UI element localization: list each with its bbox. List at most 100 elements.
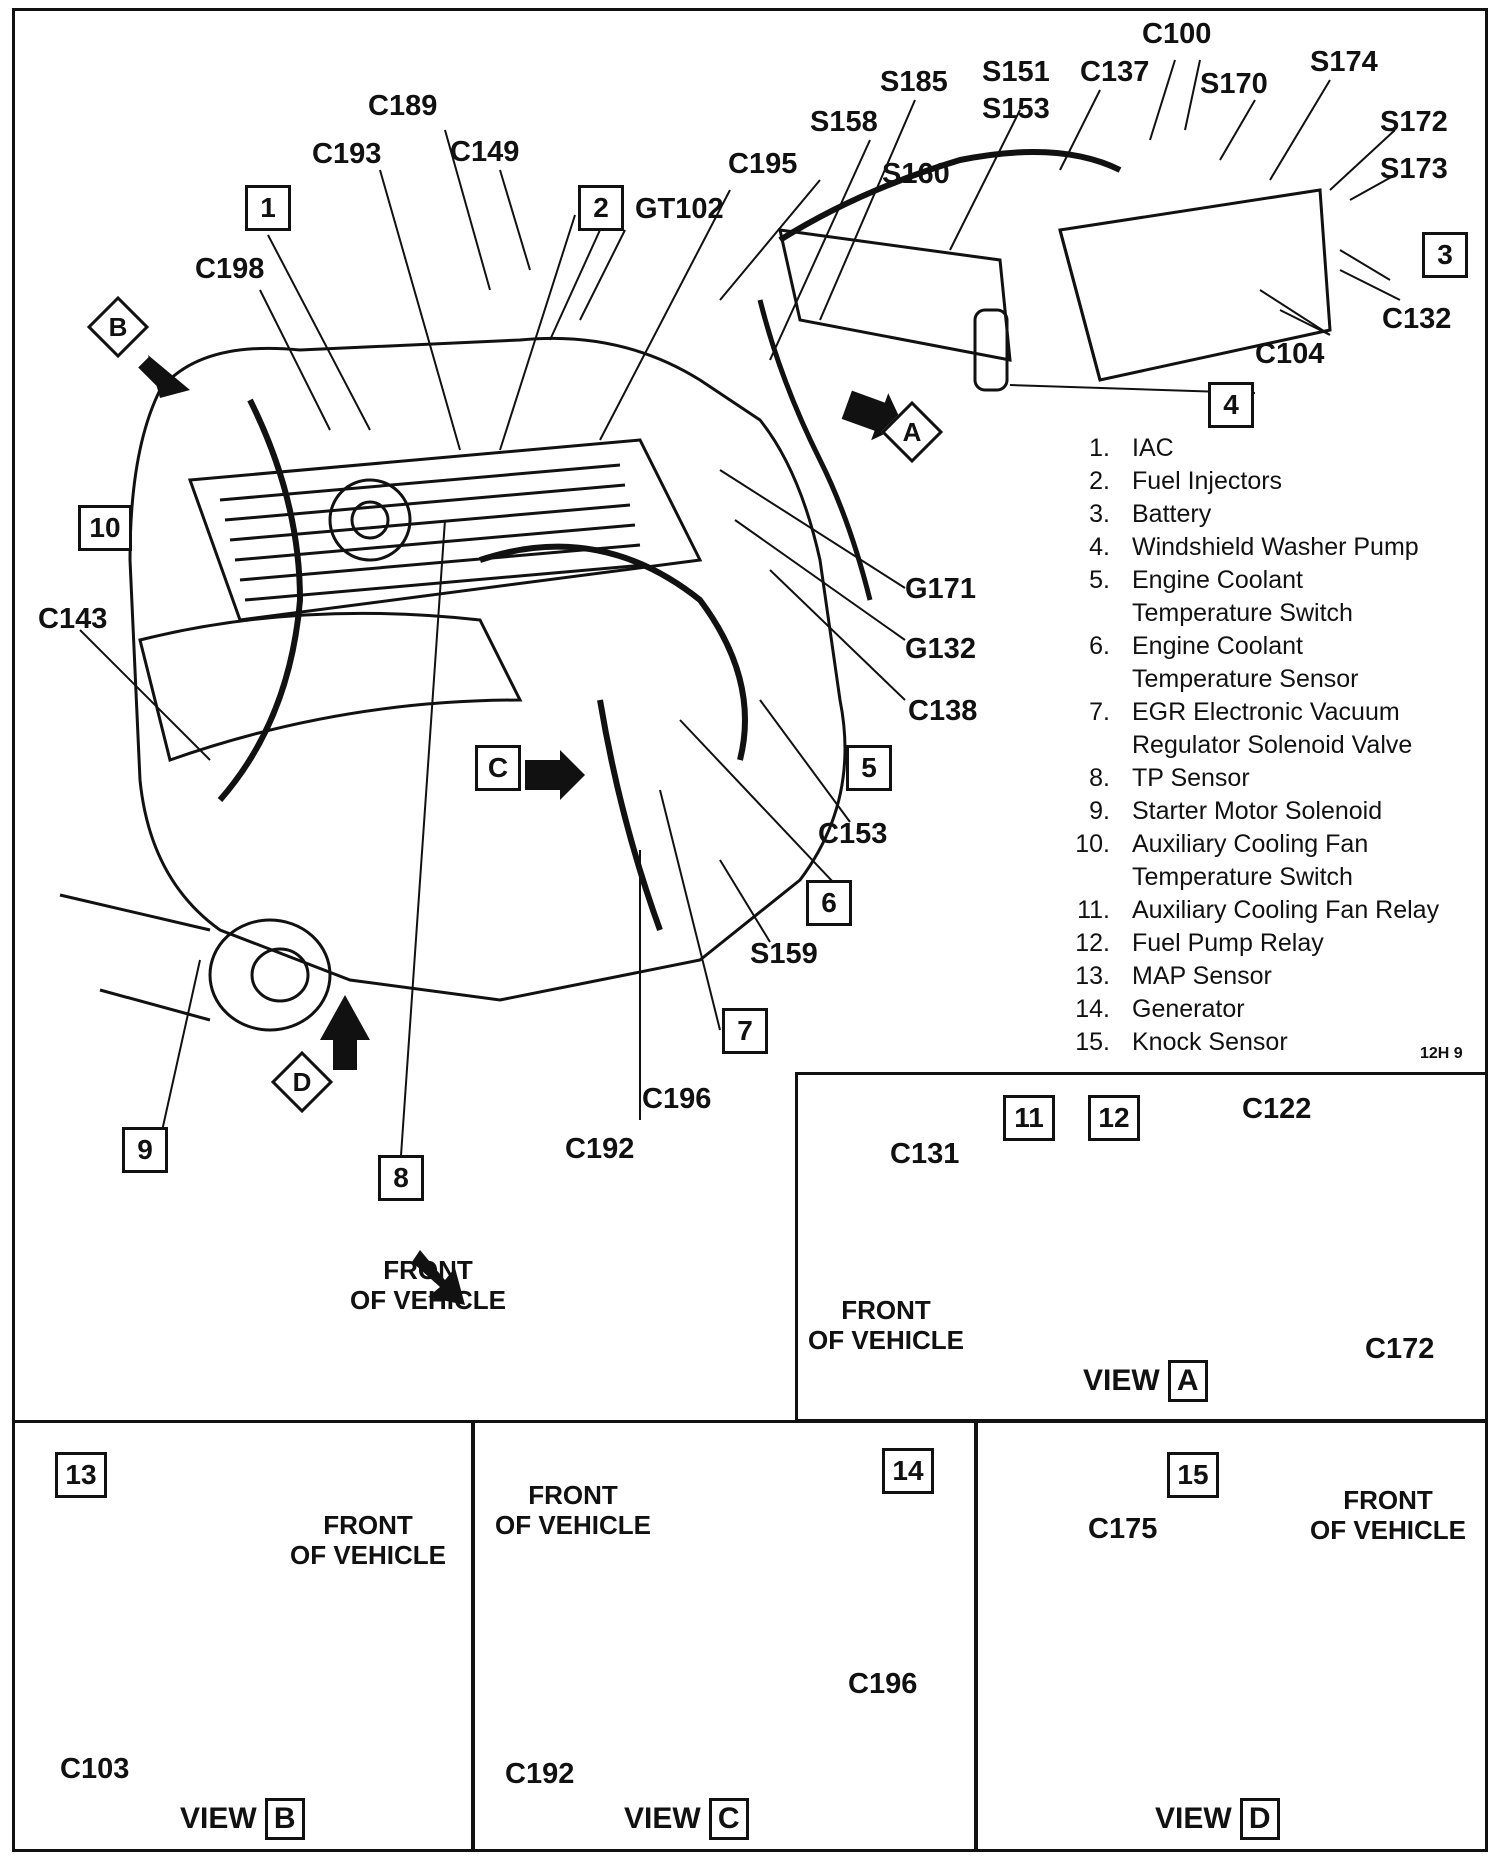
legend-row: 12.Fuel Pump Relay bbox=[1040, 927, 1470, 960]
legend-text: Fuel Injectors bbox=[1132, 467, 1283, 495]
callout-13: 13 bbox=[55, 1452, 107, 1498]
label-gt102: GT102 bbox=[635, 193, 724, 225]
label-c196-view-c: C196 bbox=[848, 1668, 918, 1700]
callout-1: 1 bbox=[245, 185, 291, 231]
label-g132: G132 bbox=[905, 633, 976, 665]
legend-text: Temperature Switch bbox=[1132, 599, 1353, 627]
legend-number: 2. bbox=[1089, 467, 1110, 495]
legend-number bbox=[1040, 729, 1132, 762]
label-c138: C138 bbox=[908, 695, 978, 727]
legend-text: Fuel Pump Relay bbox=[1132, 929, 1324, 957]
legend-text: EGR Electronic Vacuum bbox=[1132, 698, 1400, 726]
label-c103: C103 bbox=[60, 1753, 130, 1785]
callout-6: 6 bbox=[806, 880, 852, 926]
legend-number bbox=[1040, 663, 1132, 696]
legend-text: Auxiliary Cooling Fan bbox=[1132, 830, 1369, 858]
legend-row: 14. Generator bbox=[1040, 993, 1470, 1026]
legend-text: Knock Sensor bbox=[1132, 1028, 1288, 1056]
legend-text: MAP Sensor bbox=[1132, 962, 1272, 990]
legend-number: 5. bbox=[1089, 566, 1110, 594]
label-s159: S159 bbox=[750, 938, 818, 970]
legend-number bbox=[1040, 597, 1132, 630]
legend-number: 15. bbox=[1075, 1028, 1110, 1056]
legend-number: 10. bbox=[1075, 830, 1110, 858]
label-c104: C104 bbox=[1255, 338, 1325, 370]
legend-text: Windshield Washer Pump bbox=[1132, 533, 1419, 561]
legend-row: 7. EGR Electronic Vacuum bbox=[1040, 696, 1470, 729]
label-c192-view-c: C192 bbox=[505, 1758, 575, 1790]
label-c192: C192 bbox=[565, 1133, 635, 1165]
legend-text: Temperature Switch bbox=[1132, 863, 1353, 891]
label-c198: C198 bbox=[195, 253, 265, 285]
legend-text: Generator bbox=[1132, 995, 1245, 1023]
legend-text: TP Sensor bbox=[1132, 764, 1250, 792]
label-c131: C131 bbox=[890, 1138, 960, 1170]
legend-row: Temperature Switch bbox=[1040, 861, 1470, 894]
callout-3: 3 bbox=[1422, 232, 1468, 278]
callout-10: 10 bbox=[78, 505, 132, 551]
label-s172: S172 bbox=[1380, 106, 1448, 138]
callout-8: 8 bbox=[378, 1155, 424, 1201]
legend-number: 9. bbox=[1089, 797, 1110, 825]
legend-number: 13. bbox=[1075, 962, 1110, 990]
legend-row: 1. IAC bbox=[1040, 432, 1470, 465]
legend-row: 10. Auxiliary Cooling Fan bbox=[1040, 828, 1470, 861]
legend-row: Regulator Solenoid Valve bbox=[1040, 729, 1470, 762]
label-s170: S170 bbox=[1200, 68, 1268, 100]
legend-number: 1. bbox=[1089, 434, 1110, 462]
label-c189: C189 bbox=[368, 90, 438, 122]
legend-row: Temperature Sensor bbox=[1040, 663, 1470, 696]
legend-row: 13. MAP Sensor bbox=[1040, 960, 1470, 993]
label-s151: S151 bbox=[982, 56, 1050, 88]
legend-text: Starter Motor Solenoid bbox=[1132, 797, 1383, 825]
legend-number: 8. bbox=[1089, 764, 1110, 792]
label-s158: S158 bbox=[810, 106, 878, 138]
view-d-panel bbox=[975, 1420, 1488, 1852]
label-s173: S173 bbox=[1380, 153, 1448, 185]
label-s174: S174 bbox=[1310, 46, 1378, 78]
legend-row: 15. Knock Sensor bbox=[1040, 1026, 1470, 1059]
legend-row: 3.Battery bbox=[1040, 498, 1470, 531]
figure-code: 12H 9 bbox=[1420, 1045, 1463, 1062]
label-s153: S153 bbox=[982, 93, 1050, 125]
legend-number: 11. bbox=[1077, 896, 1110, 924]
label-c132: C132 bbox=[1382, 303, 1452, 335]
label-c195: C195 bbox=[728, 148, 798, 180]
view-arrow-c: C bbox=[475, 745, 521, 791]
callout-9: 9 bbox=[122, 1127, 168, 1173]
legend-row: 5. Engine Coolant bbox=[1040, 564, 1470, 597]
label-c172: C172 bbox=[1365, 1333, 1435, 1365]
legend-row: 11.Auxiliary Cooling Fan Relay bbox=[1040, 894, 1470, 927]
callout-12: 12 bbox=[1088, 1095, 1140, 1141]
callout-2: 2 bbox=[578, 185, 624, 231]
legend-number: 7. bbox=[1089, 698, 1110, 726]
label-c196: C196 bbox=[642, 1083, 712, 1115]
legend-row: Temperature Switch bbox=[1040, 597, 1470, 630]
legend-text: Engine Coolant bbox=[1132, 566, 1303, 594]
legend-row: 6. Engine Coolant bbox=[1040, 630, 1470, 663]
legend-text: Regulator Solenoid Valve bbox=[1132, 731, 1413, 759]
legend-number: 6. bbox=[1089, 632, 1110, 660]
legend-number: 3. bbox=[1089, 500, 1110, 528]
legend-text: IAC bbox=[1132, 434, 1174, 462]
callout-11: 11 bbox=[1003, 1095, 1055, 1141]
label-c143: C143 bbox=[38, 603, 108, 635]
label-c153: C153 bbox=[818, 818, 888, 850]
legend-number: 14. bbox=[1075, 995, 1110, 1023]
callout-4: 4 bbox=[1208, 382, 1254, 428]
legend-row: 8. TP Sensor bbox=[1040, 762, 1470, 795]
legend-text: Engine Coolant bbox=[1132, 632, 1303, 660]
label-s160: S160 bbox=[882, 158, 950, 190]
label-g171: G171 bbox=[905, 573, 976, 605]
label-c137: C137 bbox=[1080, 56, 1150, 88]
legend-row: 2. Fuel Injectors bbox=[1040, 465, 1470, 498]
callout-5: 5 bbox=[846, 745, 892, 791]
